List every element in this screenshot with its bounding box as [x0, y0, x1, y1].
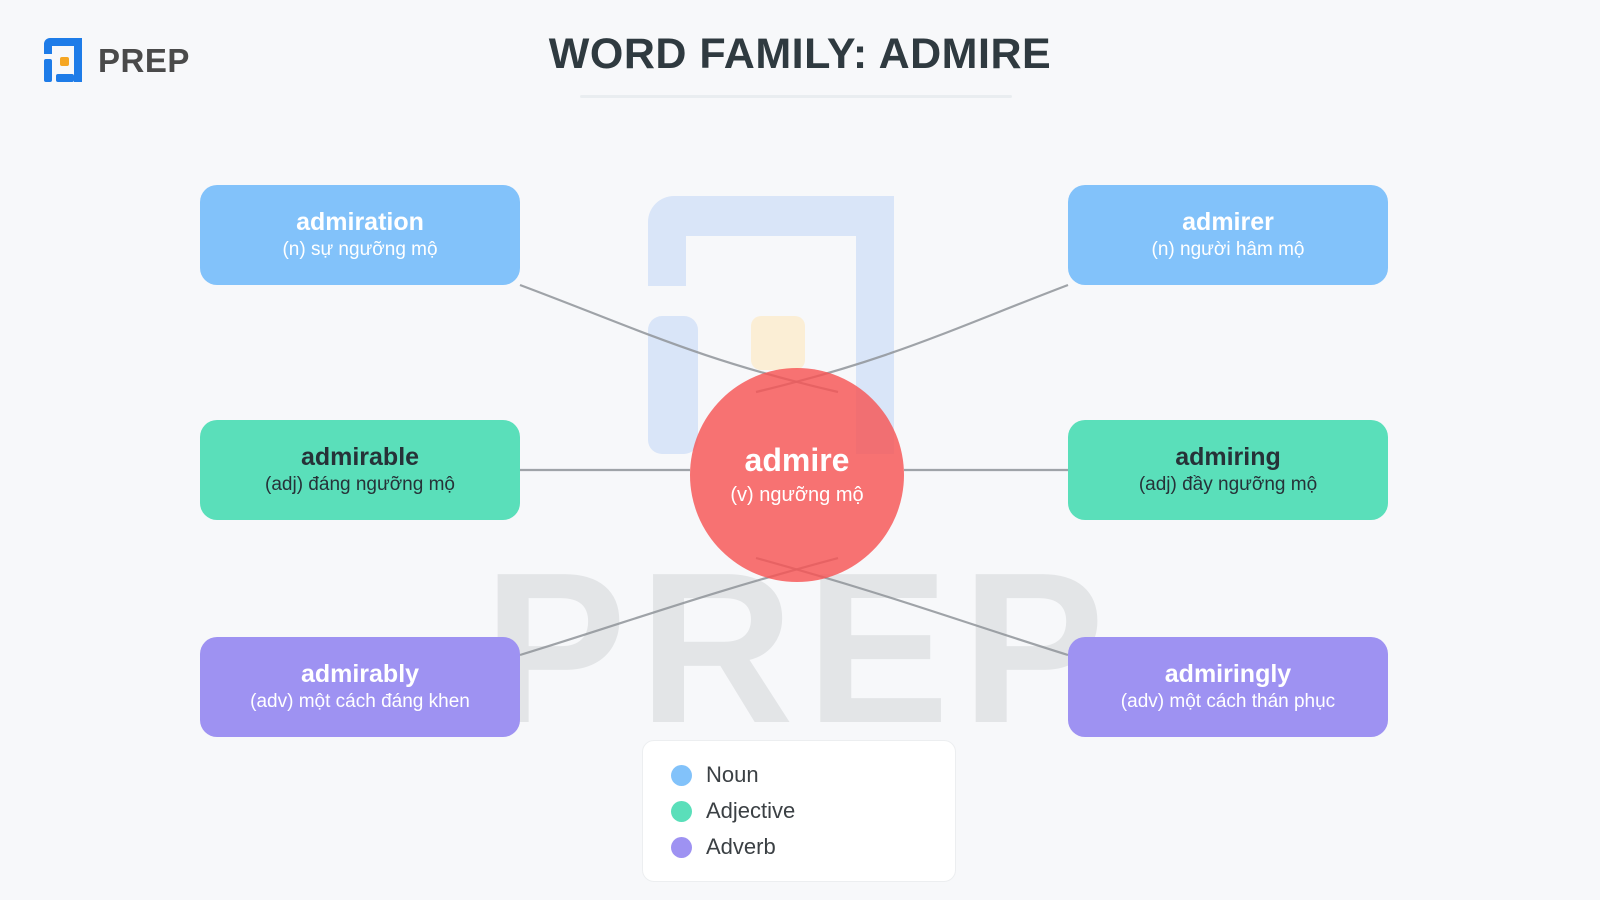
word-card-term: admiringly	[1164, 659, 1292, 688]
title-divider	[580, 95, 1012, 98]
legend-label: Adverb	[706, 834, 776, 859]
legend-label: Noun	[706, 762, 759, 787]
prep-logo-icon	[44, 38, 82, 82]
legend-color-swatch-noun	[671, 764, 692, 786]
legend-item-adjective: Adjective	[671, 793, 955, 829]
legend-color-swatch-adjective	[671, 800, 692, 822]
legend-color-swatch-adverb	[671, 836, 692, 858]
word-card-meaning: (n) sự ngưỡng mộ	[282, 239, 438, 261]
page-title: WORD FAMILY: ADMIRE	[548, 30, 1052, 78]
legend-item-noun: Noun	[671, 757, 955, 793]
brand-logo: PREP	[44, 38, 190, 82]
word-card-term: admiration	[296, 207, 424, 236]
center-node-admire[interactable]: admire (v) ngưỡng mộ	[690, 368, 904, 582]
word-card-admiration[interactable]: admiration (n) sự ngưỡng mộ	[200, 185, 520, 285]
word-card-meaning: (adj) đầy ngưỡng mộ	[1138, 474, 1318, 496]
word-card-admiring[interactable]: admiring (adj) đầy ngưỡng mộ	[1068, 420, 1388, 520]
legend: Noun Adjective Adverb	[642, 740, 956, 882]
word-card-term: admirer	[1182, 207, 1274, 236]
center-node-meaning: (v) ngưỡng mộ	[730, 483, 864, 506]
word-card-meaning: (adj) đáng ngưỡng mộ	[265, 474, 455, 496]
word-card-admiringly[interactable]: admiringly (adv) một cách thán phục	[1068, 637, 1388, 737]
word-card-term: admiring	[1175, 442, 1281, 471]
word-card-term: admirable	[300, 442, 420, 471]
brand-name: PREP	[98, 41, 190, 79]
word-card-meaning: (adv) một cách đáng khen	[250, 691, 470, 713]
center-node-term: admire	[744, 442, 850, 479]
word-card-meaning: (adv) một cách thán phục	[1120, 691, 1336, 713]
word-card-admirer[interactable]: admirer (n) người hâm mộ	[1068, 185, 1388, 285]
legend-item-adverb: Adverb	[671, 829, 955, 865]
word-card-admirably[interactable]: admirably (adv) một cách đáng khen	[200, 637, 520, 737]
word-card-admirable[interactable]: admirable (adj) đáng ngưỡng mộ	[200, 420, 520, 520]
legend-label: Adjective	[706, 798, 796, 823]
word-card-term: admirably	[300, 659, 420, 688]
word-card-meaning: (n) người hâm mộ	[1151, 239, 1305, 261]
